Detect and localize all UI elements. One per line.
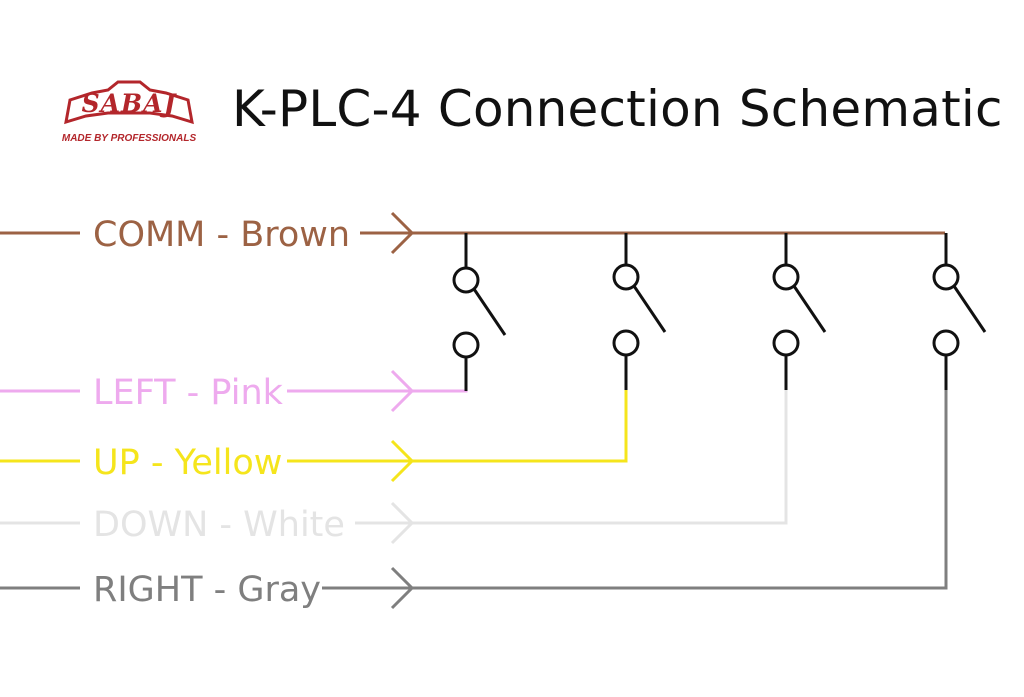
switch-left-bottom-contact [452, 331, 480, 359]
sabaj-logo: SABAJ MADE BY PROFESSIONALS [62, 80, 197, 144]
wire-label-left: LEFT - Pink [93, 373, 284, 413]
wire-label-right: RIGHT - Gray [93, 570, 321, 610]
switch-up [612, 233, 667, 390]
wire-right: RIGHT - Gray [0, 390, 948, 610]
wire-down: DOWN - White [0, 390, 788, 545]
logo-tagline: MADE BY PROFESSIONALS [62, 133, 197, 144]
wire-left: LEFT - Pink [0, 358, 468, 413]
arrow-left [390, 369, 415, 413]
switch-right [932, 233, 987, 390]
logo-wordmark: SABAJ [82, 89, 178, 118]
wire-up: UP - Yellow [0, 390, 628, 483]
arrow-comm [390, 211, 415, 255]
arrow-right [390, 566, 415, 610]
switch-down [772, 233, 827, 390]
wire-comm: COMM - Brown [0, 211, 945, 255]
arrow-up [390, 439, 415, 483]
wire-label-comm: COMM - Brown [93, 215, 350, 255]
wire-label-up: UP - Yellow [93, 443, 282, 483]
switch-left [452, 233, 507, 391]
switch-down-top-contact [772, 263, 800, 291]
arrow-down [390, 501, 415, 545]
switch-left-top-contact [452, 266, 480, 294]
wire-label-down: DOWN - White [93, 505, 345, 545]
switch-right-top-contact [932, 263, 960, 291]
switch-right-bottom-contact [932, 329, 960, 357]
logo-banner-shape [64, 80, 194, 125]
page-title: K-PLC-4 Connection Schematic [232, 80, 1003, 138]
switch-up-top-contact [612, 263, 640, 291]
switch-down-bottom-contact [772, 329, 800, 357]
switch-up-bottom-contact [612, 329, 640, 357]
